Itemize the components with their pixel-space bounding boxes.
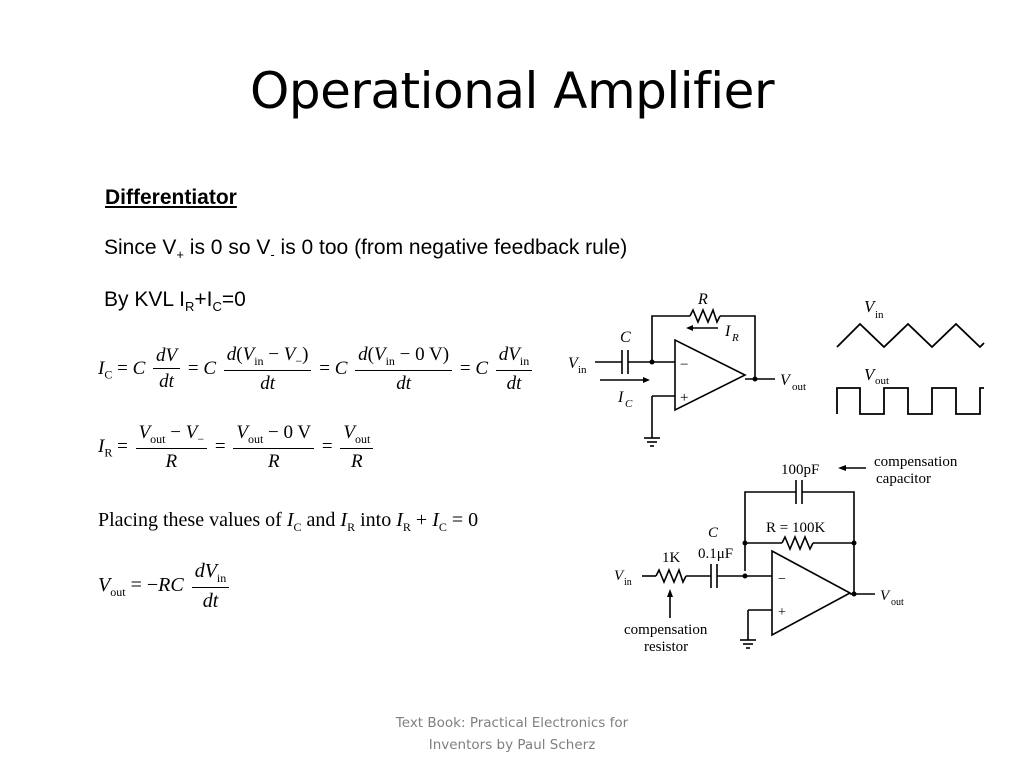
- label-c-value: 0.1μF: [698, 546, 733, 562]
- footer-citation: Text Book: Practical Electronics for Inv…: [362, 712, 662, 756]
- label-comp-cap-1: compensation: [874, 454, 958, 470]
- label-1k: 1K: [662, 550, 681, 566]
- footer-line-1: Text Book: Practical Electronics for: [395, 715, 629, 731]
- label-comp-res-1: compensation: [624, 622, 708, 638]
- label-vout2: V: [880, 588, 891, 604]
- label-vin: V: [568, 355, 580, 372]
- section-heading: Differentiator: [105, 186, 237, 209]
- footer-line-2: Inventors by Paul Scherz: [428, 737, 596, 753]
- label-vin2-sub: in: [624, 577, 632, 588]
- opamp2-symbol: [771, 549, 852, 637]
- label-vout: V: [780, 372, 792, 389]
- label-c: C: [620, 329, 631, 346]
- opamp-symbol: [674, 338, 747, 412]
- label-comp-cap-2: capacitor: [876, 471, 931, 487]
- label-100pf: 100pF: [781, 462, 819, 478]
- practical-differentiator-circuit: 100pF compensation capacitor R = 100K C …: [614, 454, 958, 655]
- label-r: R: [697, 291, 708, 308]
- placing-line: Placing these values of IC and IR into I…: [98, 509, 479, 534]
- label-vin-sub: in: [578, 364, 587, 376]
- kvl-line: By KVL IR+IC=0: [104, 288, 246, 315]
- label-minus: −: [680, 357, 688, 373]
- label-ir-sub: R: [731, 332, 739, 344]
- intro-line: Since V+ is 0 so V- is 0 too (from negat…: [104, 236, 628, 263]
- wave-label-vin-sub: in: [875, 309, 884, 321]
- label-ic-sub: C: [625, 398, 633, 410]
- label-comp-res-2: resistor: [644, 639, 688, 655]
- wave-label-vout: V: [864, 365, 877, 384]
- label-ic: I: [617, 389, 624, 406]
- differentiator-circuit: R I R C I C V V in out − +: [568, 291, 806, 447]
- compensation-resistor: [655, 567, 687, 585]
- feedback-resistor: [689, 307, 721, 325]
- label-plus: +: [680, 390, 688, 406]
- label-ir: I: [724, 323, 731, 340]
- label-vout-sub: out: [792, 381, 806, 393]
- wave-label-vout-sub: out: [875, 375, 889, 387]
- waveforms: V in V out: [836, 297, 985, 415]
- slide-title: Operational Amplifier: [250, 62, 775, 120]
- wave-label-vin: V: [864, 297, 877, 316]
- label-plus2: +: [778, 605, 786, 620]
- label-vout2-sub: out: [891, 597, 904, 608]
- label-r-100k: R = 100K: [766, 520, 825, 536]
- feedback-resistor-100k: [781, 534, 814, 552]
- label-c2: C: [708, 525, 719, 541]
- label-minus2: −: [778, 572, 786, 587]
- vin-triangle-wave: [836, 322, 985, 349]
- vout-square-wave: [836, 387, 984, 415]
- label-vin2: V: [614, 568, 625, 584]
